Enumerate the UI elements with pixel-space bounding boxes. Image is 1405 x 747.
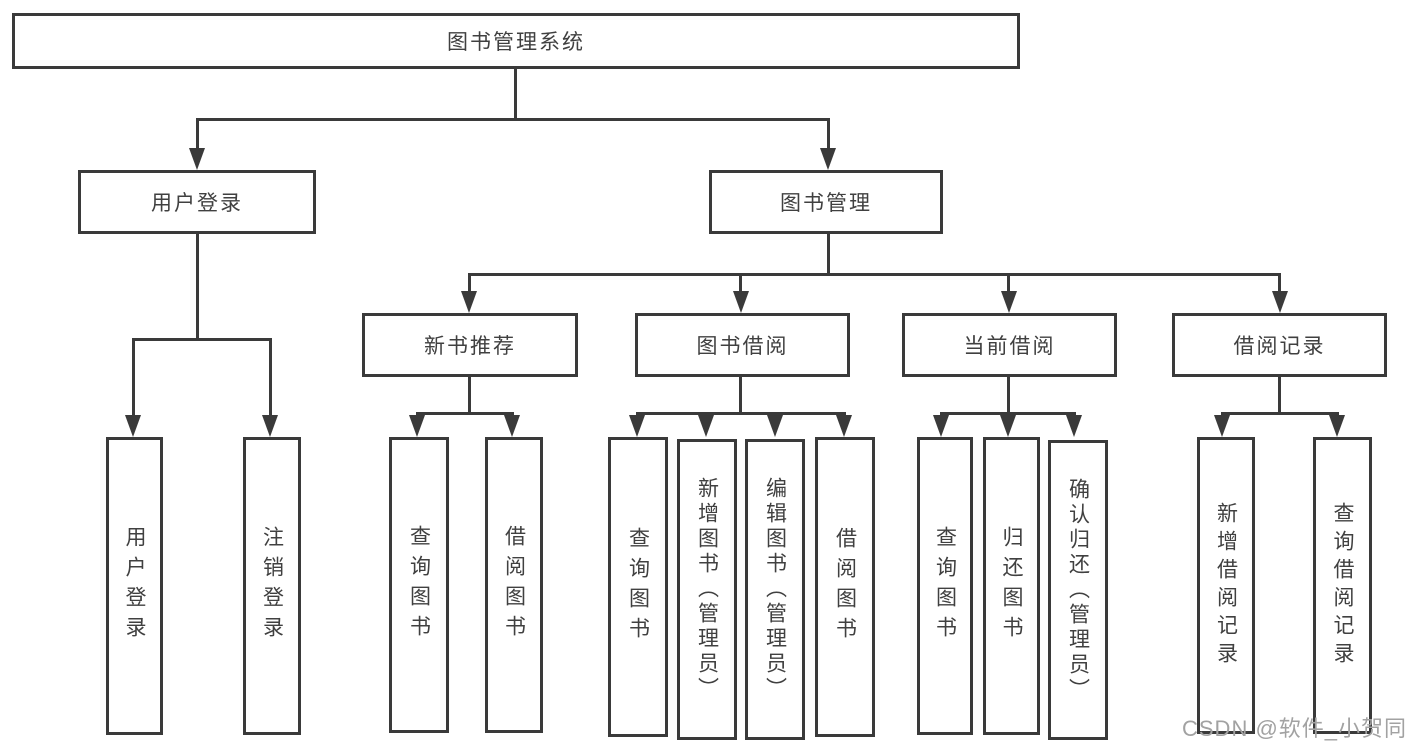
connector-drop-leaf-user-login	[132, 338, 135, 418]
connector-drop-leaf-logout	[269, 338, 272, 418]
connector-borrowing-records-stem	[1278, 377, 1281, 412]
leaf-borrow-books-1: 借阅图书	[485, 437, 543, 733]
leaf-logout: 注销登录	[243, 437, 301, 735]
leaf-borrow-books-2: 借阅图书	[815, 437, 875, 737]
arrow-down-icon	[1001, 291, 1017, 313]
arrow-down-icon	[1066, 415, 1082, 437]
arrow-down-icon	[698, 415, 714, 437]
arrow-down-icon	[1214, 415, 1230, 437]
arrow-down-icon	[504, 415, 520, 437]
connector-drop-new-book-recommendation	[468, 273, 471, 295]
node-current-borrowing: 当前借阅	[902, 313, 1117, 377]
connector-drop-book-management	[827, 118, 830, 152]
node-user-login: 用户登录	[78, 170, 316, 234]
leaf-return-books: 归还图书	[983, 437, 1040, 735]
node-borrowing-records: 借阅记录	[1172, 313, 1387, 377]
node-book-management: 图书管理	[709, 170, 943, 234]
connector-root-rail	[196, 118, 830, 121]
connector-root-stem	[514, 69, 517, 118]
arrow-down-icon	[767, 415, 783, 437]
arrow-down-icon	[836, 415, 852, 437]
arrow-down-icon	[933, 415, 949, 437]
connector-user-login-rail	[132, 338, 272, 341]
connector-user-login-stem	[196, 234, 199, 338]
arrow-down-icon	[1329, 415, 1345, 437]
leaf-add-book-admin: 新增图书（管理员）	[677, 439, 737, 740]
arrow-down-icon	[461, 291, 477, 313]
leaf-query-books-1: 查询图书	[389, 437, 449, 733]
connector-current-borrowing-stem	[1007, 377, 1010, 412]
arrow-down-icon	[1000, 415, 1016, 437]
arrow-down-icon	[1272, 291, 1288, 313]
leaf-edit-book-admin: 编辑图书（管理员）	[745, 439, 805, 740]
connector-drop-user-login	[196, 118, 199, 152]
connector-drop-current-borrowing	[1007, 273, 1010, 295]
leaf-add-borrow-record: 新增借阅记录	[1197, 437, 1255, 734]
node-new-book-recommendation: 新书推荐	[362, 313, 578, 377]
connector-drop-book-borrowing	[739, 273, 742, 295]
connector-book-management-rail	[468, 273, 1281, 276]
connector-borrowing-records-rail	[1221, 412, 1339, 415]
arrow-down-icon	[629, 415, 645, 437]
node-library-management-system: 图书管理系统	[12, 13, 1020, 69]
leaf-query-borrow-record: 查询借阅记录	[1313, 437, 1372, 734]
connector-drop-borrowing-records	[1278, 273, 1281, 295]
connector-book-borrowing-stem	[739, 377, 742, 412]
csdn-watermark: CSDN @软件_小贺同学	[1182, 716, 1405, 741]
arrow-down-icon	[733, 291, 749, 313]
arrow-down-icon	[262, 415, 278, 437]
connector-new-book-rail	[416, 412, 514, 415]
leaf-user-login: 用户登录	[106, 437, 163, 735]
connector-book-borrowing-rail	[636, 412, 846, 415]
arrow-down-icon	[189, 148, 205, 170]
arrow-down-icon	[125, 415, 141, 437]
connector-new-book-stem	[468, 377, 471, 412]
arrow-down-icon	[820, 148, 836, 170]
leaf-query-books-2: 查询图书	[608, 437, 668, 737]
arrow-down-icon	[409, 415, 425, 437]
leaf-confirm-return-admin: 确认归还（管理员）	[1048, 440, 1108, 740]
node-book-borrowing: 图书借阅	[635, 313, 850, 377]
connector-book-management-stem	[827, 234, 830, 273]
leaf-query-books-3: 查询图书	[917, 437, 973, 735]
